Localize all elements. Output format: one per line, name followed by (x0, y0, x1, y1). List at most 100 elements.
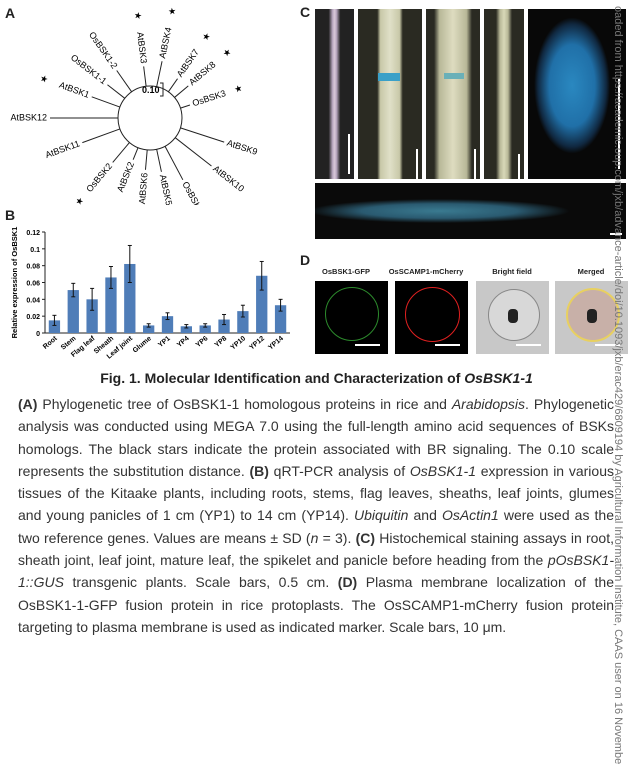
tree-leaf-label: AtBSK11 (44, 138, 81, 160)
root-photo (314, 8, 355, 180)
star-icon: ★ (39, 73, 50, 85)
star-icon: ★ (221, 46, 234, 59)
tree-branch (107, 84, 126, 99)
bar (67, 290, 79, 333)
tree-leaf-label: OsBSK3 (191, 88, 227, 108)
download-watermark: oaded from https://academic.oup.com/jxb/… (612, 6, 624, 764)
bar (199, 325, 211, 333)
tree-branch (156, 61, 163, 87)
tree-branch (164, 146, 184, 181)
caption-segment: OsBSK1-1 (409, 462, 476, 479)
gfp-image (315, 281, 388, 354)
caption-segment: OsActin1 (441, 507, 499, 524)
x-tick-label: YP12 (248, 335, 266, 351)
y-tick-label: 0.12 (26, 230, 40, 237)
tree-leaf-label: AtBSK6 (137, 172, 150, 204)
spikelet-photo (527, 8, 627, 180)
figure-title-gene: OsBSK1-1 (464, 370, 533, 386)
caption-segment: (C) (355, 529, 375, 546)
panel-label-d: D (300, 252, 311, 268)
figure-caption: (A) Phylogenetic tree of OsBSK1-1 homolo… (18, 393, 614, 638)
sheath-joint-photo (357, 8, 423, 180)
tree-leaf-label: AtBSK3 (135, 31, 149, 64)
tree-leaf-label: AtBSK5 (158, 174, 174, 205)
caption-segment: Histochemical staining assays in root, s… (18, 529, 614, 569)
x-tick-label: YP8 (214, 335, 229, 349)
star-icon: ★ (166, 6, 177, 16)
y-tick-label: 0.06 (26, 281, 40, 288)
star-icon: ★ (233, 83, 244, 95)
x-tick-label: Glume (132, 335, 153, 354)
caption-segment: and (408, 507, 442, 524)
figure-title-text: Fig. 1. Molecular Identification and Cha… (100, 370, 465, 386)
label-mcherry: OsSCAMP1-mCherry (388, 267, 464, 276)
expression-bar-chart: 0 0.02 0.04 0.06 0.08 0.1 0.12 Relative express… (10, 227, 290, 361)
tree-branch (180, 104, 191, 109)
caption-segment: transgenic plants. Scale bars, 0.5 cm. (63, 574, 338, 591)
mature-leaf-photo (483, 8, 525, 180)
tree-branch (144, 149, 148, 170)
x-tick-label: YP6 (195, 335, 210, 349)
label-gfp: OsBSK1-GFP (322, 267, 370, 276)
tree-arc (117, 85, 183, 151)
tree-branch (91, 96, 121, 108)
bar (256, 275, 268, 333)
x-tick-label: YP1 (157, 335, 172, 349)
tree-branch (116, 70, 133, 93)
tree-leaf-label: AtBSK1 (58, 80, 91, 100)
tree-leaf-label: AtBSK10 (211, 163, 246, 193)
tree-branch (180, 127, 225, 143)
scale-label: 0.10 (142, 85, 160, 95)
tree-leaf-label: OsBSK4 (180, 180, 205, 205)
caption-segment: (B) (249, 462, 269, 479)
bar (161, 316, 174, 333)
tree-branch (174, 85, 189, 98)
leaf-joint-photo (425, 8, 481, 180)
panel-label-b: B (5, 207, 16, 223)
tree-branch (143, 66, 147, 87)
caption-segment: were used as the two reference genes. Va… (18, 507, 615, 546)
panel-label-a: A (5, 5, 16, 21)
label-bright-field: Bright field (492, 267, 532, 276)
panicle-photo (314, 182, 627, 240)
star-icon: ★ (133, 11, 144, 20)
y-axis-label: Relative expression of OsBSK1 (10, 227, 19, 339)
caption-segment: (A) (18, 396, 38, 412)
caption-segment: (D) (337, 574, 358, 591)
caption-segment: n (310, 529, 319, 546)
caption-segment: expression in various tissues of the Kit… (18, 462, 614, 524)
phylogenetic-tree: AtBSK3★AtBSK4★AtBSK7★AtBSK8★OsBSK3★AtBSK… (10, 6, 258, 205)
tree-branch (167, 78, 178, 93)
bar (124, 263, 136, 333)
caption-segment: Ubiquitin (353, 507, 409, 524)
tree-branch (82, 128, 121, 144)
bar (218, 319, 230, 333)
label-merged: Merged (577, 267, 605, 276)
bar (86, 299, 98, 333)
x-tick-label: Root (42, 335, 59, 351)
y-tick-label: 0.02 (26, 314, 40, 321)
panel-label-c: C (300, 4, 311, 20)
tree-branch (156, 149, 162, 172)
y-tick-label: 0 (36, 331, 40, 338)
tree-leaf-label: OsBSK2 (84, 161, 114, 194)
star-icon: ★ (200, 30, 213, 42)
tree-leaf-label: AtBSK2 (115, 160, 136, 193)
x-tick-label: YP10 (230, 335, 248, 351)
tree-branch (132, 147, 139, 160)
tree-leaf-label: AtBSK4 (157, 26, 173, 59)
bar (48, 320, 61, 333)
caption-segment: . Phylogenetic analysis was conducted us… (18, 396, 614, 479)
figure-title: Fig. 1. Molecular Identification and Cha… (0, 370, 633, 386)
bar (274, 305, 287, 333)
tree-leaf-label: AtBSK12 (10, 112, 47, 122)
y-tick-label: 0.1 (30, 247, 40, 254)
y-tick-label: 0.08 (26, 264, 40, 271)
y-tick-label: 0.04 (26, 297, 40, 304)
tree-branch (112, 142, 130, 163)
caption-segment: Arabidopsis (451, 396, 525, 412)
x-tick-label: YP14 (267, 335, 285, 351)
bar (237, 311, 249, 333)
bright-field-image (476, 281, 549, 354)
star-icon: ★ (73, 195, 86, 205)
